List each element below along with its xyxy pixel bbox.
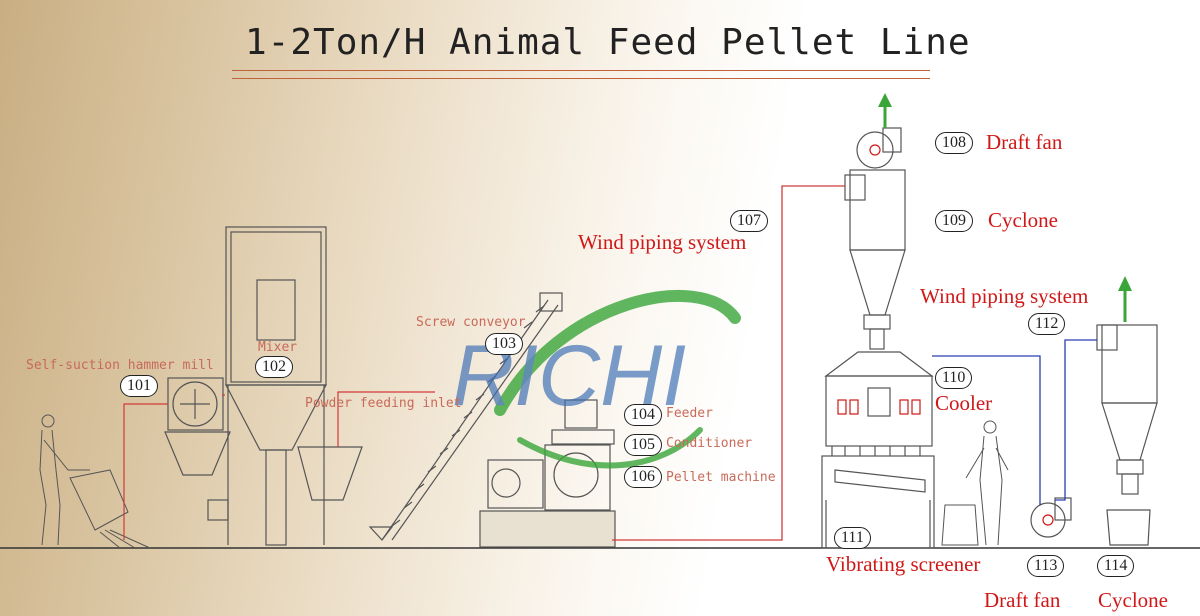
- badge-114: 114: [1097, 555, 1135, 577]
- label-draft-fan-108: Draft fan: [986, 130, 1063, 154]
- badge-112: 112: [1028, 313, 1066, 335]
- label-wind-piping-112: Wind piping system: [920, 284, 1089, 308]
- label-cyclone-109: Cyclone: [988, 208, 1058, 232]
- pellet-machine-drawing: [479, 399, 616, 548]
- vibrating-screener-drawing: [821, 455, 935, 549]
- badge-108: 108: [935, 132, 973, 154]
- badge-105: 105: [624, 434, 662, 456]
- hammer-mill-drawing: [164, 377, 231, 476]
- badge-106: 106: [624, 466, 662, 488]
- wind-pipe-red: [612, 185, 845, 541]
- label-vibrating-screener: Vibrating screener: [826, 552, 981, 576]
- label-feeder: Feeder: [666, 406, 713, 421]
- feed-pipe-red: [123, 403, 168, 540]
- label-wind-piping-107: Wind piping system: [578, 230, 747, 254]
- cyclone-upper-drawing: [844, 127, 906, 350]
- mixer-drawing: [207, 226, 327, 546]
- cyclone-lower-drawing: [1030, 324, 1158, 546]
- title-underline-1: [232, 70, 930, 71]
- label-conditioner: Conditioner: [666, 436, 753, 451]
- label-screw-conveyor: Screw conveyor: [416, 315, 526, 330]
- badge-111: 111: [834, 527, 871, 549]
- badge-109: 109: [935, 210, 973, 232]
- badge-110: 110: [935, 367, 973, 389]
- up-arrow-upper: [878, 93, 892, 128]
- label-draft-fan-113: Draft fan: [984, 588, 1061, 612]
- label-hammer-mill: Self-suction hammer mill: [26, 358, 214, 373]
- badge-101: 101: [120, 375, 158, 397]
- page-title: 1-2Ton/H Animal Feed Pellet Line: [245, 22, 971, 63]
- badge-104: 104: [624, 404, 662, 426]
- powder-pipe-red: [337, 391, 435, 447]
- powder-inlet-hopper: [297, 446, 394, 541]
- cooler-drawing: [824, 351, 934, 456]
- label-pellet-machine: Pellet machine: [666, 470, 776, 485]
- label-cyclone-114: Cyclone: [1098, 588, 1168, 612]
- badge-107: 107: [730, 210, 768, 232]
- label-powder-inlet: Powder feeding inlet: [305, 396, 462, 411]
- label-cooler: Cooler: [935, 391, 993, 415]
- label-mixer: Mixer: [258, 340, 298, 355]
- wind-pipe-blue: [932, 339, 1097, 505]
- title-underline-2: [232, 78, 930, 79]
- up-arrow-lower: [1118, 276, 1132, 322]
- badge-113: 113: [1027, 555, 1065, 577]
- worker-left-figure: [39, 414, 151, 549]
- badge-102: 102: [255, 356, 293, 378]
- worker-right-figure: [941, 420, 1009, 546]
- badge-103: 103: [485, 333, 523, 355]
